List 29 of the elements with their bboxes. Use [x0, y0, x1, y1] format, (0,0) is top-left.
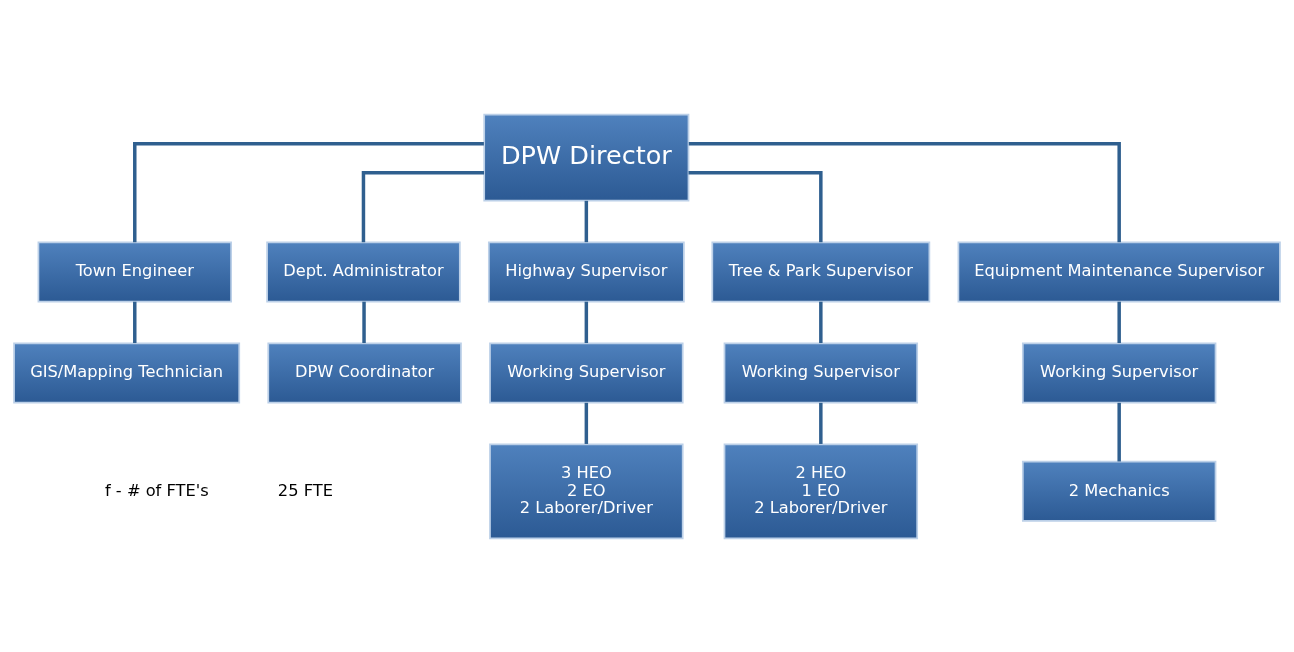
connector: [133, 301, 137, 343]
node-box: 2 HEO 1 EO 2 Laborer/Driver: [723, 442, 919, 539]
connector: [688, 170, 823, 242]
connector: [1117, 402, 1121, 461]
connector: [584, 402, 589, 444]
connector: [819, 402, 823, 444]
node-box: Working Supervisor: [1021, 341, 1217, 403]
connector: [361, 170, 485, 242]
label: f - # of FTE's: [104, 480, 209, 500]
connector: [1117, 301, 1121, 343]
connector: [584, 301, 589, 343]
node-box: 3 HEO 2 EO 2 Laborer/Driver: [489, 442, 684, 539]
connector: [819, 301, 823, 343]
node-box: Working Supervisor: [723, 341, 919, 403]
node-box: DPW Director: [483, 113, 690, 201]
node-box: Equipment Maintenance Supervisor: [957, 240, 1281, 302]
node-box: Working Supervisor: [489, 341, 684, 403]
connector: [362, 301, 366, 343]
label: 25 FTE: [277, 480, 333, 500]
node-box: Dept. Administrator: [266, 240, 461, 302]
connector: [584, 200, 589, 242]
node-box: 2 Mechanics: [1021, 460, 1217, 522]
node-box: GIS/Mapping Technician: [13, 341, 241, 403]
node-box: Tree & Park Supervisor: [711, 240, 931, 302]
connector: [133, 141, 484, 242]
connector: [688, 141, 1121, 242]
node-box: DPW Coordinator: [267, 341, 462, 403]
node-box: Highway Supervisor: [487, 240, 685, 302]
node-box: Town Engineer: [37, 240, 232, 302]
